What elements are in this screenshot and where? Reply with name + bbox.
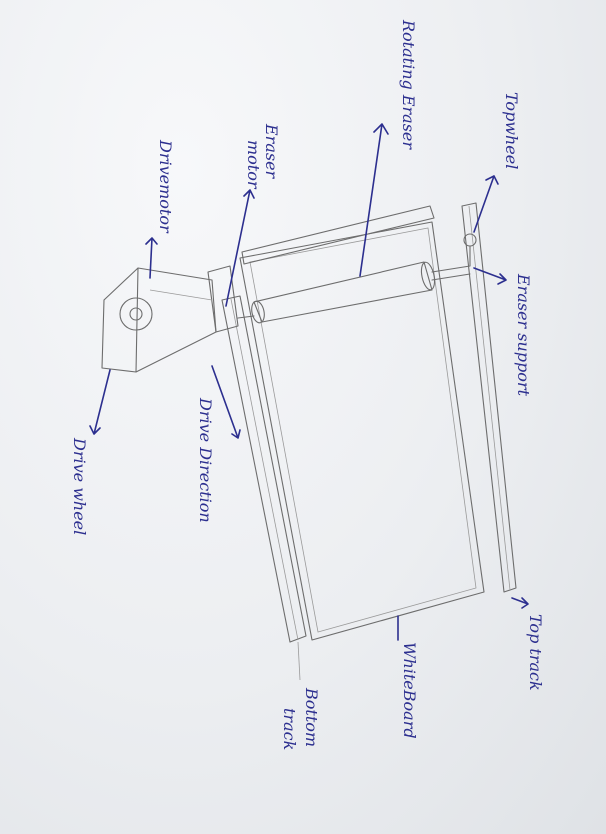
top-wheel-label: Topwheel [502, 92, 521, 169]
drive-wheel-arrow [90, 370, 110, 434]
eraser-motor-block [208, 266, 238, 332]
top-frame-bar [242, 206, 434, 264]
top-wheel-arrow [474, 176, 498, 232]
drive-direction-label: Drive Direction [196, 397, 215, 523]
bottom-track-end [298, 642, 300, 680]
top-track-arrow [512, 598, 528, 608]
eraser-support-arm-lower [432, 274, 470, 280]
top-track-label: Top track [526, 614, 545, 691]
drive-wheel-sketch [120, 298, 152, 330]
eraser-roller [254, 262, 432, 322]
drive-motor-arrow [146, 238, 157, 278]
drive-motor-label: Drivemotor [156, 139, 175, 234]
annotation-labels: Rotating Eraser Topwheel Eraser motor Dr… [70, 19, 545, 750]
bottom-track-label-line2: track [280, 708, 299, 750]
whiteboard-inner-edge [250, 228, 476, 632]
eraser-motor-label-line1: Eraser [262, 123, 281, 180]
whiteboard-label: WhiteBoard [400, 642, 419, 739]
annotation-arrows [90, 124, 528, 640]
eraser-motor-label-line2: motor [244, 140, 263, 190]
pencil-sketch [102, 203, 516, 680]
eraser-support-label: Eraser support [514, 273, 533, 397]
rotating-eraser-arrow [360, 124, 388, 276]
eraser-support-arrow [474, 268, 506, 284]
eraser-motor-arrow [226, 190, 254, 306]
rotating-eraser-label: Rotating Eraser [399, 19, 418, 150]
drive-motor-housing [102, 268, 216, 372]
drive-motor-housing-line [150, 290, 212, 300]
drive-wheel-label: Drive wheel [70, 437, 89, 535]
drive-direction-arrow [212, 366, 240, 438]
bottom-track-label-line1: Bottom [302, 687, 321, 747]
drive-wheel-hub [130, 308, 142, 320]
